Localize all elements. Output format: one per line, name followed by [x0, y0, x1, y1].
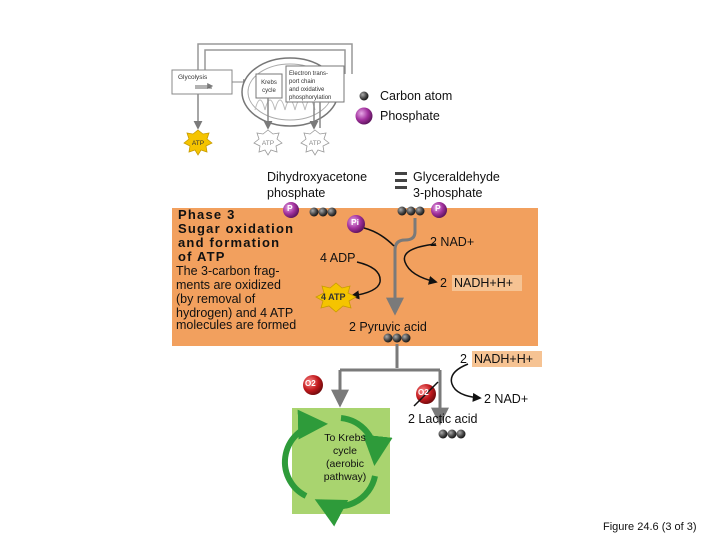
legend-phosphate-label: Phosphate: [380, 109, 440, 123]
g3p-label-line2: 3-phosphate: [413, 186, 483, 200]
main-pathway-arrow: [386, 218, 417, 316]
legend-carbon-label: Carbon atom: [380, 89, 453, 103]
g3p-label-line1: Glyceraldehyde: [413, 170, 500, 184]
dhap-label-line1: Dihydroxyacetone: [267, 170, 368, 184]
etc-label-line: and oxidative: [289, 87, 325, 93]
atp-formation-arrow: [350, 261, 381, 300]
overview-diagram: ATP ATP ATP Glycolysis Krebs cycle Elect…: [171, 43, 353, 156]
phase-desc-line: hydrogen) and 4 ATP: [176, 306, 294, 320]
figure-caption: Figure 24.6 (3 of 3): [603, 521, 697, 533]
pyruvic-acid-label: 2 Pyruvic acid: [349, 320, 427, 334]
legend: [355, 91, 373, 125]
phase-desc-line: ments are oxidized: [176, 278, 281, 292]
dhap-phosphate-letter: P: [287, 203, 293, 213]
phase-title-line: Sugar oxidation: [178, 221, 295, 236]
atp4-burst-icon: [315, 282, 357, 313]
etc-label-line: Electron trans-: [289, 71, 328, 77]
pi-letter: Pi: [351, 217, 360, 227]
lactic-acid-molecule-icon: [438, 429, 466, 439]
etc-label-line: phosphorylation: [289, 95, 331, 101]
pi-phosphate-icon: [347, 215, 365, 233]
etc-box: [285, 65, 345, 103]
nad-regeneration-arrow: [450, 363, 482, 402]
phosphate-icon: [355, 107, 373, 125]
krebs-text-line: (aerobic: [326, 458, 364, 470]
phase-title-line: Phase 3: [178, 207, 236, 222]
nadh2-count: 2: [460, 352, 467, 366]
atp-burst-icon: [183, 129, 213, 156]
o2-label: O2: [418, 388, 429, 397]
phase-desc-line: (by removal of: [176, 292, 256, 306]
krebs-cycle-arrow-icon: [281, 409, 393, 527]
phase-desc-line: molecules are formed: [176, 318, 297, 332]
nad-input-label: 2 NAD+: [430, 235, 475, 249]
o2-label: O2: [305, 379, 316, 388]
g3p-molecule-icon: [397, 202, 447, 218]
glycolysis-box: [171, 69, 233, 95]
no-oxygen-slash: [413, 381, 439, 407]
atp-burst-icon: [253, 129, 283, 156]
etc-label-line: port chain: [289, 79, 315, 85]
atp-label: ATP: [262, 140, 274, 147]
nad-output-label: 2 NAD+: [484, 392, 529, 406]
nadh2-highlight: NADH+H+: [472, 351, 542, 367]
nadh-count: 2: [440, 276, 447, 290]
krebs-label-line: cycle: [262, 88, 276, 94]
glycolysis-label: Glycolysis: [178, 74, 208, 81]
pyruvic-acid-molecule-icon: [383, 333, 411, 343]
dhap-molecule-icon: [283, 202, 337, 218]
nadh2-label: NADH+H+: [474, 352, 534, 366]
atp4-label: 4 ATP: [321, 292, 346, 302]
nadh-highlight: NADH+H+: [452, 275, 522, 291]
krebs-text-line: cycle: [333, 445, 357, 457]
lactic-acid-label: 2 Lactic acid: [408, 412, 478, 426]
atp-burst-icon: [300, 129, 330, 156]
nadh-label: NADH+H+: [454, 276, 514, 290]
adp-label: 4 ADP: [320, 251, 356, 265]
oxygen-icon: [303, 375, 323, 395]
isomer-arrows: [395, 172, 407, 189]
carbon-atom-icon: [359, 91, 369, 101]
pi-join-arrow: [363, 227, 395, 247]
dhap-label-line2: phosphate: [267, 186, 326, 200]
phase-title-line: and formation: [178, 235, 281, 250]
phase-title-line: of ATP: [178, 249, 226, 264]
atp-label: ATP: [192, 140, 204, 147]
atp-label: ATP: [309, 140, 321, 147]
krebs-label-line: Krebs: [261, 80, 277, 86]
krebs-text-line: pathway): [323, 471, 367, 483]
g3p-phosphate-letter: P: [435, 203, 441, 213]
phase-desc-line: The 3-carbon frag-: [176, 264, 280, 278]
krebs-text-line: To Krebs: [324, 432, 366, 444]
nad-reduction-arrow: [403, 243, 438, 285]
krebs-box: [255, 73, 283, 99]
